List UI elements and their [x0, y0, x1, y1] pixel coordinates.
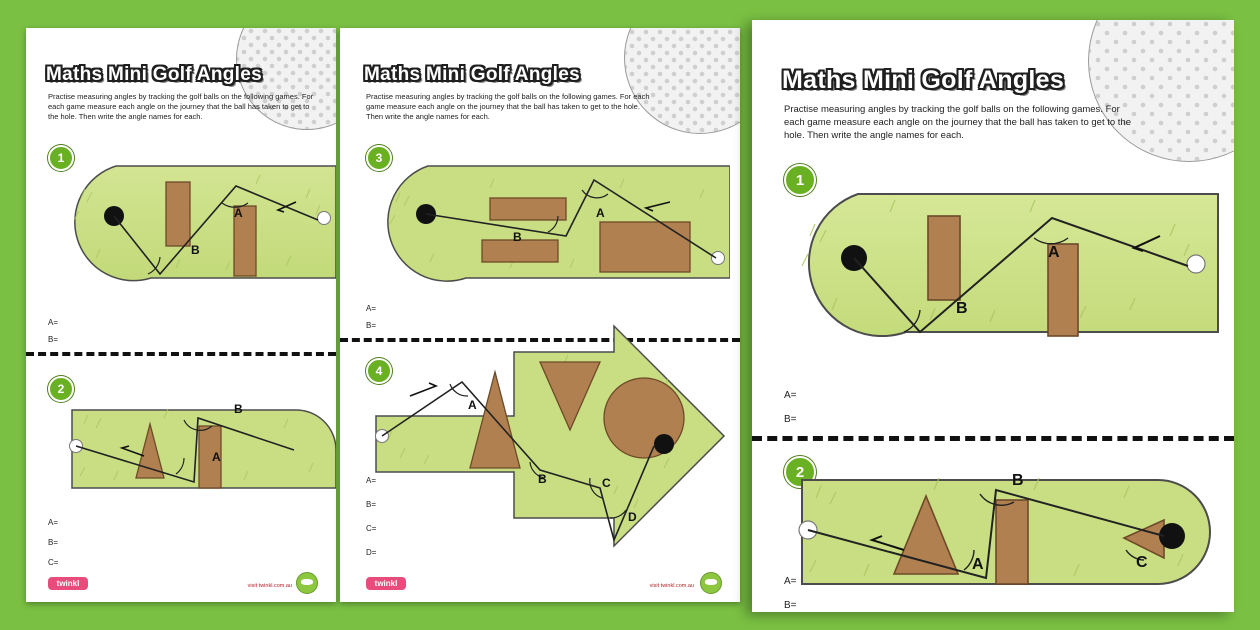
- angle-label-B: B: [513, 230, 522, 244]
- answer-line-2c[interactable]: C=: [48, 558, 59, 567]
- page-title: Maths Mini Golf Angles: [364, 64, 580, 85]
- angle-label-B: B: [234, 402, 243, 416]
- mini-golf-course-1: B A: [56, 158, 336, 298]
- game-number-label: 2: [57, 382, 65, 396]
- golf-ball-decoration-icon: [1088, 20, 1234, 162]
- game-number-label: 2: [795, 463, 805, 481]
- game-number-badge-1: 1: [784, 164, 816, 196]
- angle-label-A: A: [468, 398, 477, 412]
- answer-line-4c[interactable]: C=: [366, 524, 377, 533]
- answer-line-1a[interactable]: A=: [48, 318, 59, 327]
- answer-line-3b[interactable]: B=: [366, 321, 377, 330]
- cut-line-divider: [752, 436, 1234, 441]
- angle-label-A: A: [972, 556, 984, 573]
- twinkl-owl-icon: [296, 572, 318, 594]
- cut-line-divider: [26, 352, 336, 356]
- worksheet-page-front: Maths Mini Golf Angles Practise measurin…: [752, 20, 1234, 612]
- answer-line-3a[interactable]: A=: [366, 304, 377, 313]
- game-number-badge-1: 1: [48, 145, 74, 171]
- mini-golf-course-2: A B: [44, 388, 336, 518]
- mini-golf-course-4: A B C D: [364, 318, 736, 548]
- instructions-text: Practise measuring angles by tracking th…: [784, 104, 1131, 141]
- game-number-badge-3: 3: [366, 145, 392, 171]
- footer-url: visit twinkl.com.au: [247, 583, 292, 589]
- angle-label-A: A: [212, 450, 221, 464]
- game-number-badge-2: 2: [784, 456, 816, 488]
- angle-label-B: B: [538, 472, 547, 486]
- answer-line-4a[interactable]: A=: [366, 476, 377, 485]
- mini-golf-course-2: A B C: [774, 450, 1224, 610]
- mini-golf-course-3: B A: [370, 158, 730, 298]
- answer-line-1b[interactable]: B=: [48, 335, 59, 344]
- instructions-text: Practise measuring angles by tracking th…: [48, 92, 314, 122]
- answer-line-4d[interactable]: D=: [366, 548, 377, 557]
- footer-url: visit twinkl.com.au: [649, 583, 694, 589]
- answer-line-2a[interactable]: A=: [48, 518, 59, 527]
- angle-label-A: A: [1048, 244, 1060, 261]
- worksheet-page-back-left: Maths Mini Golf Angles Practise measurin…: [26, 28, 336, 602]
- game-number-badge-4: 4: [366, 358, 392, 384]
- game-number-label: 3: [375, 151, 383, 165]
- twinkl-logo: twinkl: [366, 577, 406, 590]
- angle-label-B: B: [191, 243, 200, 257]
- answer-line-2b[interactable]: B=: [784, 600, 797, 611]
- angle-label-B: B: [956, 300, 968, 317]
- mini-golf-course-1: B A: [780, 182, 1220, 362]
- angle-label-A: A: [234, 206, 243, 220]
- game-number-label: 1: [57, 151, 65, 165]
- angle-label-D: D: [628, 510, 637, 524]
- angle-label-C: C: [1136, 554, 1148, 571]
- worksheet-page-back-right: Maths Mini Golf Angles Practise measurin…: [340, 28, 740, 602]
- instructions-text: Practise measuring angles by tracking th…: [366, 92, 650, 122]
- angle-label-C: C: [602, 476, 611, 490]
- page-title: Maths Mini Golf Angles: [782, 66, 1065, 94]
- answer-line-4b[interactable]: B=: [366, 500, 377, 509]
- game-number-label: 4: [375, 364, 383, 378]
- angle-label-A: A: [596, 206, 605, 220]
- answer-line-2a[interactable]: A=: [784, 576, 797, 587]
- game-number-badge-2: 2: [48, 376, 74, 402]
- game-number-label: 1: [795, 171, 805, 189]
- page-title: Maths Mini Golf Angles: [46, 64, 262, 85]
- answer-line-2b[interactable]: B=: [48, 538, 59, 547]
- answer-line-1a[interactable]: A=: [784, 390, 797, 401]
- twinkl-logo: twinkl: [48, 577, 88, 590]
- twinkl-owl-icon: [700, 572, 722, 594]
- cut-line-divider: [340, 338, 740, 342]
- answer-line-1b[interactable]: B=: [784, 414, 797, 425]
- angle-label-B: B: [1012, 472, 1024, 489]
